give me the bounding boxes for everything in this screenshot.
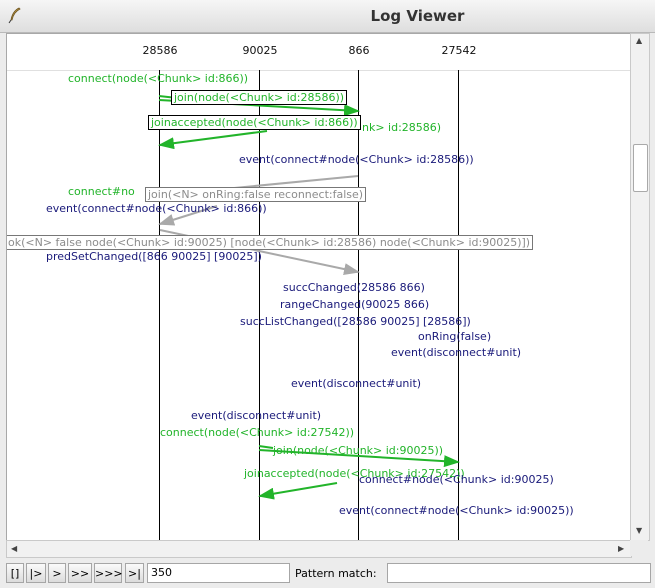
node-header: 28586 90025 866 27542 [7,34,631,71]
msg-joinaccepted-27542[interactable]: joinaccepted(node(<Chunk> id:27542)) [244,467,465,480]
msg-event-connect-90025[interactable]: event(connect#node(<Chunk> id:90025)) [339,504,574,517]
msg-onring-false[interactable]: onRing(false) [418,330,492,343]
last-button[interactable]: >| [125,563,144,583]
pattern-match-input[interactable] [387,563,651,583]
lifeline-90025 [259,70,260,540]
lifeline-866 [358,70,359,540]
lifeline-27542 [458,70,459,540]
msg-connect-fragment[interactable]: connect#no [68,185,135,198]
arrow-gray-2 [158,205,218,226]
forward-3-button[interactable]: >>> [94,563,123,583]
msg-event-connect-866[interactable]: event(connect#node(<Chunk> id:866)) [46,202,267,215]
arrow-up-icon[interactable]: ▲ [636,36,643,45]
msg-event-disconnect-866[interactable]: event(disconnect#unit) [291,377,422,390]
message-arrows [158,95,460,500]
msg-event-disconnect-90025[interactable]: event(disconnect#unit) [191,409,322,422]
playback-toolbar: [] |> > >> >>> >| 350 Pattern match: [0,560,655,588]
vertical-scroll-thumb[interactable] [633,144,648,192]
horizontal-scrollbar[interactable]: ◀ ▶ [6,540,632,558]
msg-connect-27542[interactable]: connect(node(<Chunk> id:27542)) [160,426,355,439]
node-label-28586: 28586 [142,44,178,57]
msg-ok-false[interactable]: ok(<N> false node(<Chunk> id:90025) [nod… [7,235,534,250]
lifeline-28586 [159,70,160,540]
msg-predsetchanged[interactable]: predSetChanged([866 90025] [90025]) [46,250,262,263]
title-bar: Log Viewer [0,0,655,33]
msg-succlistchanged[interactable]: succListChanged([28586 90025] [28586]) [240,315,471,328]
window-title: Log Viewer [370,7,465,25]
node-label-866: 866 [348,44,370,57]
scroll-corner [630,540,648,556]
first-button[interactable]: [] [6,563,24,583]
sequence-diagram-canvas[interactable]: 28586 90025 866 27542 connect(node(<Chun… [6,33,632,541]
msg-connect-node-90025[interactable]: connect#node(<Chunk> id:90025) [359,473,554,486]
msg-joinaccepted-866[interactable]: joinaccepted(node(<Chunk> id:866)) [148,115,361,130]
arrow-right-icon[interactable]: ▶ [618,544,625,553]
pattern-match-label: Pattern match: [295,567,377,580]
arrow-joinaccepted-27542 [258,482,338,500]
feather-icon[interactable] [6,6,24,24]
msg-event-disconnect-27542[interactable]: event(disconnect#unit) [391,346,522,359]
arrow-join-90025 [258,449,460,468]
node-label-27542: 27542 [441,44,477,57]
msg-succchanged[interactable]: succChanged(28586 866) [283,281,425,294]
msg-event-connect-28586[interactable]: event(connect#node(<Chunk> id:28586)) [239,153,474,166]
node-label-90025: 90025 [242,44,278,57]
msg-fragment-28586[interactable]: nk> id:28586) [362,121,442,134]
step-button[interactable]: |> [26,563,46,583]
vertical-scrollbar[interactable]: ▲ ▼ [630,33,650,541]
forward-2-button[interactable]: >> [68,563,92,583]
arrow-left-icon[interactable]: ◀ [11,544,18,553]
msg-join-90025[interactable]: join(node(<Chunk> id:90025)) [273,444,444,457]
arrow-connect-27542 [258,445,274,449]
msg-join-28586[interactable]: join(node(<Chunk> id:28586)) [171,90,348,105]
arrow-joinaccepted [158,130,268,150]
arrow-down-icon[interactable]: ▼ [636,526,643,535]
msg-connect-866[interactable]: connect(node(<Chunk> id:866)) [68,72,249,85]
msg-rangechanged[interactable]: rangeChanged(90025 866) [280,298,430,311]
forward-1-button[interactable]: > [48,563,66,583]
step-count-input[interactable]: 350 [147,563,290,583]
msg-join-onring[interactable]: join(<N> onRing:false reconnect:false) [145,187,367,202]
